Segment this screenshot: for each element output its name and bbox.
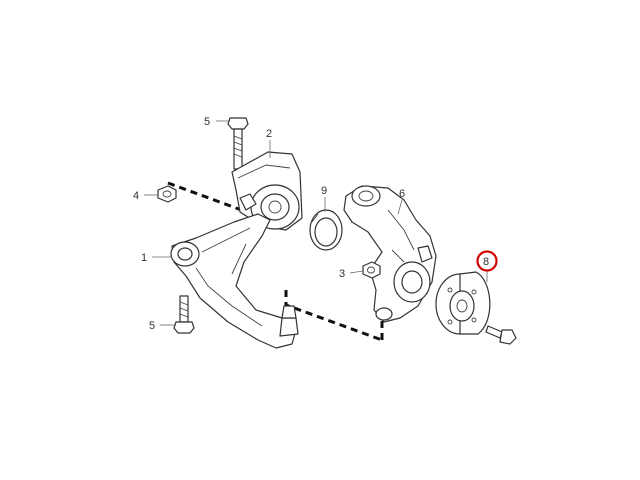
part-5-upper-bolt	[227, 117, 249, 170]
callout-5-bottom: 5	[149, 320, 155, 332]
leader-6	[397, 199, 403, 215]
part-5-lower-bolt	[173, 295, 195, 334]
callout-labels: 5 2 4 1 5 9 3 6 8	[133, 116, 498, 332]
callout-6: 6	[399, 188, 405, 200]
dashed-guide-lower	[284, 290, 383, 342]
part-6-steering-knuckle	[343, 185, 437, 323]
callout-5-top: 5	[204, 116, 210, 128]
callout-1: 1	[141, 252, 147, 264]
part-1-control-arm	[170, 213, 299, 349]
part-9-ring	[309, 209, 343, 251]
callout-2: 2	[266, 128, 272, 140]
part-3-nut	[362, 261, 381, 279]
highlight-circle	[476, 250, 498, 272]
leader-3	[349, 270, 364, 274]
callout-4: 4	[133, 190, 139, 202]
part-4-nut	[157, 185, 177, 203]
callout-3: 3	[339, 268, 345, 280]
part-8-wheel-hub	[435, 271, 517, 345]
callout-8: 8	[483, 256, 489, 268]
callout-9: 9	[321, 185, 327, 197]
leader-lines	[144, 120, 488, 326]
